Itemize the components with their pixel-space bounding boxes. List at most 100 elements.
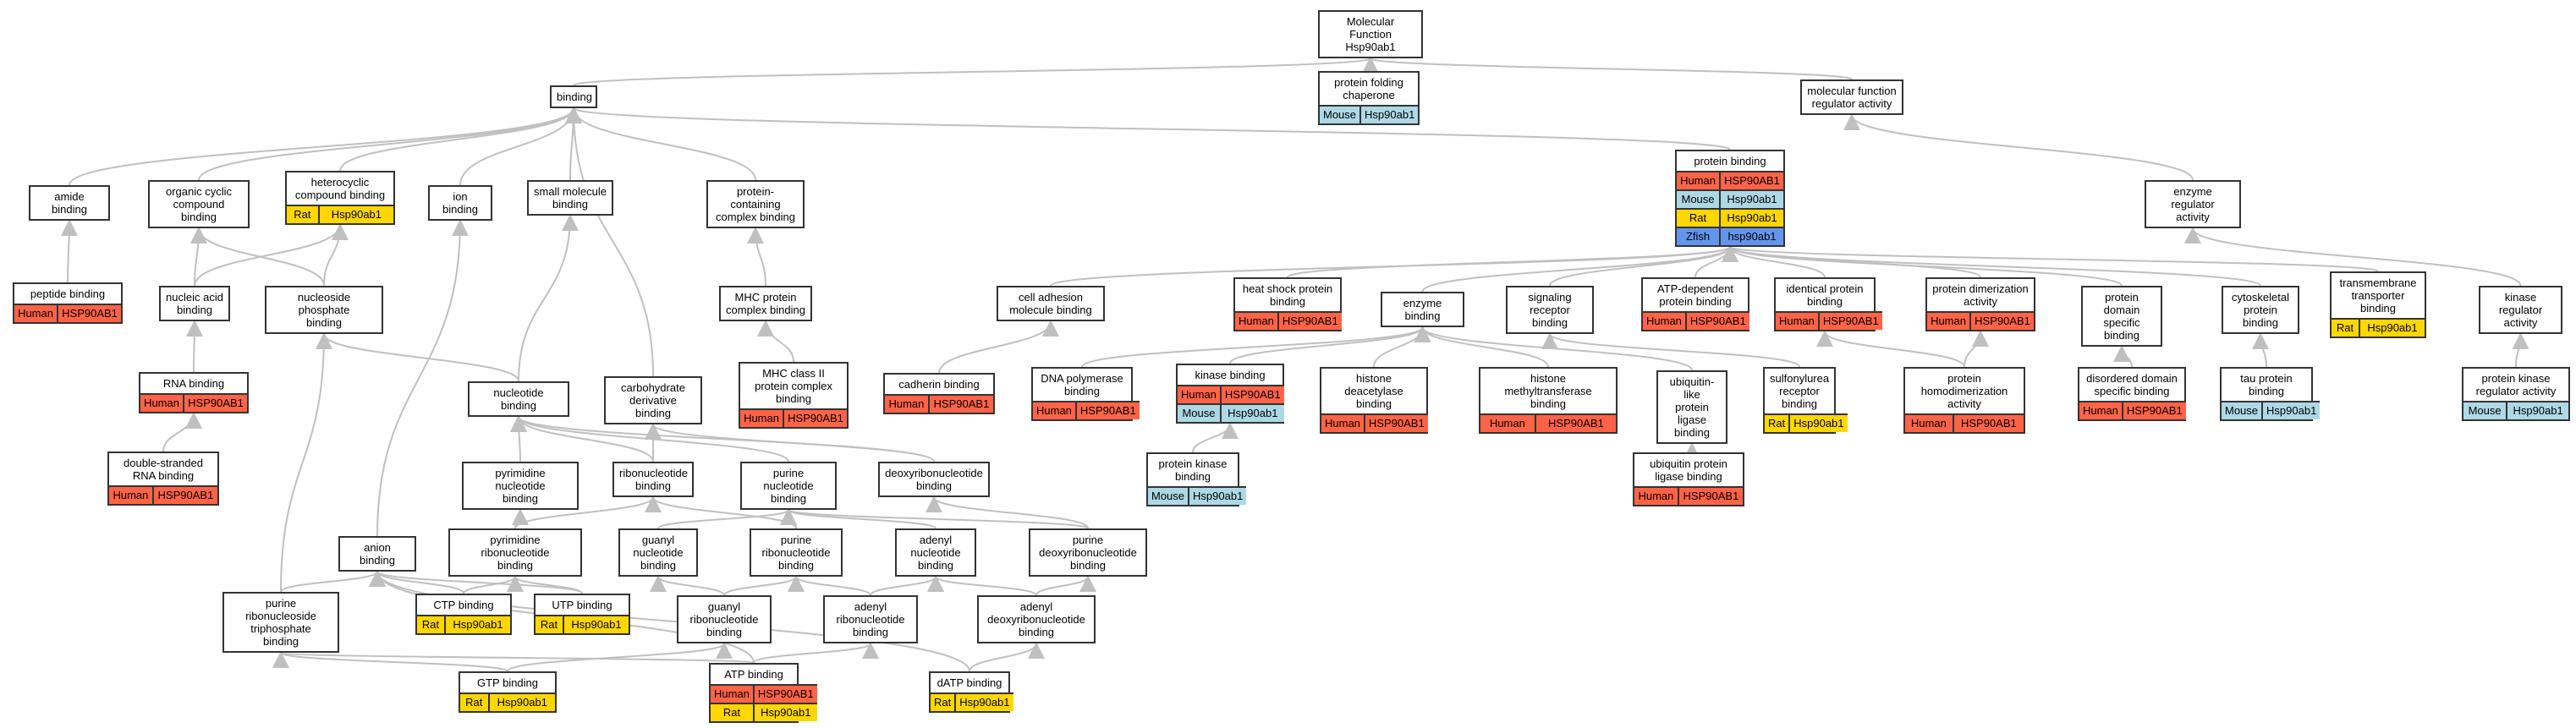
gene-symbol-cell: Hsp90ab1 [1359,105,1419,123]
go-term-node[interactable]: molecular function regulator activity [1800,79,1903,115]
go-term-node[interactable]: deoxyribonucleotide binding [878,462,990,497]
go-term-node[interactable]: enzyme regulator activity [2145,180,2241,228]
go-term-node[interactable]: purine ribonucleotide binding [750,528,843,577]
gene-symbol-cell: HSP90AB1 [752,684,817,703]
go-term-node[interactable]: ubiquitin-like protein ligase binding [1656,370,1727,444]
go-term-label: MHC class II protein complex binding [755,367,832,405]
go-term-node[interactable]: guanyl nucleotide binding [618,528,698,577]
go-term-label: peptide binding [30,287,106,300]
go-term-node[interactable]: adenyl deoxyribonucleotide binding [977,595,1096,643]
gene-symbol-cell: HSP90AB1 [151,485,217,504]
go-term-node[interactable]: nucleoside phosphate binding [265,286,383,334]
is-a-edge [969,642,1045,672]
go-term-label: cytoskeletal protein binding [2232,291,2289,329]
go-term-node[interactable]: adenyl ribonucleotide binding [823,595,918,643]
go-term-node[interactable]: ion binding [428,185,492,221]
go-term-label: nucleoside phosphate binding [297,291,351,329]
is-a-edge [565,107,654,377]
go-term-node[interactable]: protein domain specific binding [2081,286,2162,347]
go-term-node[interactable]: carbohydrate derivative binding [604,376,702,424]
go-term-label: purine nucleotide binding [763,467,814,505]
species-cell: Human [1927,311,1971,330]
go-term-label: adenyl ribonucleotide binding [836,600,905,638]
go-term-node[interactable]: small molecule binding [527,180,613,216]
go-term-label: nucleic acid binding [166,291,223,316]
go-term-node[interactable]: adenyl nucleotide binding [895,528,976,577]
go-term-node[interactable]: binding [550,85,597,108]
is-a-edge [272,651,508,672]
go-term-node[interactable]: purine nucleotide binding [740,462,837,510]
go-term-node[interactable]: ribonucleotide binding [612,462,694,497]
go-term-label: adenyl nucleotide binding [910,534,961,572]
go-term-node[interactable]: guanyl ribonucleotide binding [677,595,772,643]
is-a-edge [1843,113,2194,181]
is-a-edge [723,575,805,596]
go-term-node[interactable]: anion binding [338,536,416,572]
go-term-node[interactable]: pyrimidine nucleotide binding [462,462,579,510]
go-term-node[interactable]: Molecular Function Hsp90ab1 [1318,10,1423,58]
go-term-node[interactable]: nucleic acid binding [159,286,230,321]
go-term-node[interactable]: signaling receptor binding [1506,286,1594,334]
is-a-edge [507,642,733,672]
species-cell: Human [1178,385,1221,404]
go-term-node[interactable]: amide binding [29,185,110,221]
go-term-node[interactable]: protein-containing complex binding [706,180,805,228]
go-term-node[interactable]: purine deoxyribonucleotide binding [1029,528,1147,577]
go-term-label: cell adhesion molecule binding [1009,291,1092,316]
is-a-edge [1081,326,1431,368]
go-term-label: ATP-dependent protein binding [1656,282,1734,308]
go-term-node[interactable]: cell adhesion molecule binding [997,286,1105,321]
go-term-node[interactable]: pyrimidine ribonucleotide binding [448,528,582,577]
gene-symbol-cell: Hsp90ab1 [2261,401,2321,419]
go-term-node[interactable]: nucleotide binding [468,381,569,417]
go-term-node[interactable]: cytoskeletal protein binding [2222,286,2299,334]
go-term-node[interactable]: kinase regulator activity [2479,286,2562,334]
species-cell: Human [109,485,153,504]
go-term-node[interactable]: purine ribonucleoside triphosphate bindi… [222,592,339,653]
go-term-label: enzyme binding [1403,297,1442,322]
go-term-node[interactable]: organic cyclic compound binding [148,180,250,228]
go-term-node[interactable]: MHC protein complex binding [719,286,812,321]
species-cell: Human [740,408,784,427]
gene-symbol-cell: HSP90AB1 [1684,311,1749,330]
species-cell: Rat [931,692,956,711]
go-term-label: heterocyclic compound binding [294,176,386,201]
go-term-label: protein domain specific binding [2103,291,2140,342]
go-term-node[interactable]: enzyme binding [1381,292,1464,327]
go-term-label: disordered domain specific binding [2086,372,2178,397]
is-a-edge [1722,245,2123,287]
